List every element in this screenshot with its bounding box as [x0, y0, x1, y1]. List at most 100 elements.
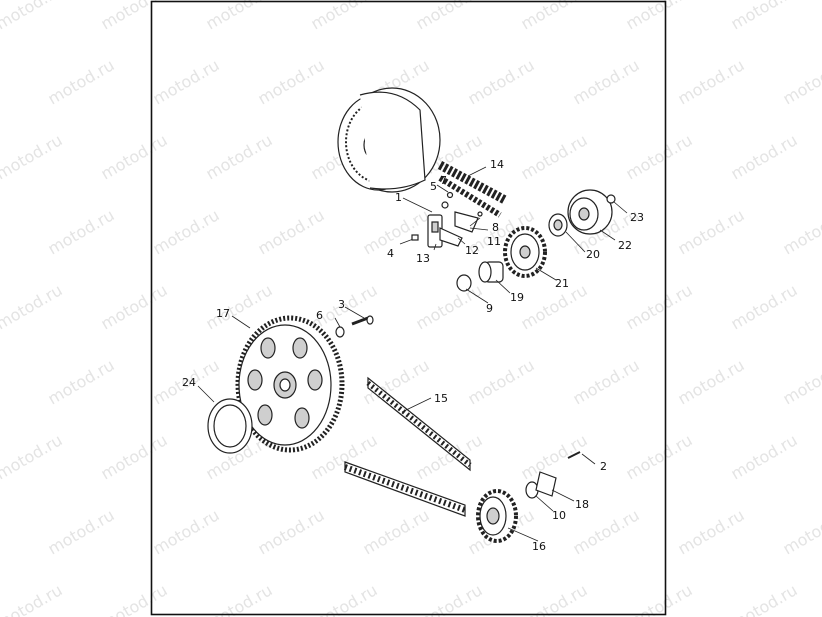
- watermark-text: motod.ru: [518, 0, 591, 33]
- callout-9: 9: [486, 302, 493, 315]
- callout-15: 15: [434, 392, 448, 405]
- callout-19: 19: [510, 291, 524, 304]
- watermark-text: motod.ru: [255, 205, 328, 258]
- watermark-text: motod.ru: [780, 505, 822, 558]
- watermark-text: motod.ru: [0, 0, 66, 33]
- watermark-text: motod.ru: [623, 130, 696, 183]
- callout-3: 3: [338, 298, 345, 311]
- watermark-text: motod.ru: [623, 0, 696, 33]
- watermark-text: motod.ru: [98, 430, 171, 483]
- callout-10: 10: [552, 509, 566, 522]
- watermark-text: motod.ru: [150, 205, 223, 258]
- watermark-text: motod.ru: [728, 0, 801, 33]
- callout-labels: 1 2 3 4 5 6 7 8 9 10 11 12 13 14 15 16 1…: [182, 158, 644, 553]
- watermark-text: motod.ru: [150, 55, 223, 108]
- watermark-text: motod.ru: [360, 505, 433, 558]
- callout-14: 14: [490, 158, 504, 171]
- primary-chain-icon: [437, 161, 508, 218]
- watermark-text: motod.ru: [570, 355, 643, 408]
- leader-lines: [197, 166, 628, 542]
- callout-4: 4: [387, 247, 394, 260]
- watermark-text: motod.ru: [98, 580, 171, 617]
- watermark-text: motod.ru: [728, 280, 801, 333]
- diagram-frame: [150, 0, 667, 616]
- watermark-text: motod.ru: [623, 430, 696, 483]
- watermark-text: motod.ru: [675, 505, 748, 558]
- watermark-text: motod.ru: [203, 0, 276, 33]
- isolator-ring-icon: [207, 398, 253, 454]
- callout-2: 2: [600, 460, 607, 473]
- watermark-text: motod.ru: [570, 505, 643, 558]
- watermark-text: motod.ru: [728, 430, 801, 483]
- watermark-text: motod.ru: [98, 130, 171, 183]
- callout-13: 13: [416, 252, 430, 265]
- callout-7: 7: [440, 174, 447, 187]
- watermark-text: motod.ru: [255, 55, 328, 108]
- watermark-text: motod.ru: [45, 55, 118, 108]
- watermark-text: motod.ru: [780, 55, 822, 108]
- watermark-text: motod.ru: [675, 355, 748, 408]
- watermark-text: motod.ru: [413, 280, 486, 333]
- watermark-text: motod.ru: [203, 580, 276, 617]
- watermark-text: motod.ru: [360, 205, 433, 258]
- watermark-text: motod.ru: [465, 55, 538, 108]
- watermark-text: motod.ru: [255, 505, 328, 558]
- watermark-text: motod.ru: [675, 205, 748, 258]
- callout-5: 5: [430, 180, 437, 193]
- watermark-text: motod.ru: [413, 0, 486, 33]
- watermark-text: motod.ru: [675, 55, 748, 108]
- compensator-icon: [548, 189, 616, 237]
- callout-23: 23: [630, 211, 644, 224]
- watermark-text: motod.ru: [570, 55, 643, 108]
- bolt-icon: [335, 315, 374, 338]
- watermark-text: motod.ru: [623, 580, 696, 617]
- watermark-text: motod.ru: [308, 0, 381, 33]
- watermark-text: motod.ru: [780, 355, 822, 408]
- watermark-text: motod.ru: [518, 580, 591, 617]
- watermark-text: motod.ru: [203, 280, 276, 333]
- callout-1: 1: [395, 191, 402, 204]
- callout-12: 12: [465, 244, 479, 257]
- watermark-text: motod.ru: [308, 580, 381, 617]
- watermark-text: motod.ru: [728, 580, 801, 617]
- callout-11: 11: [487, 235, 501, 248]
- watermark-text: motod.ru: [45, 355, 118, 408]
- watermark-text: motod.ru: [0, 580, 66, 617]
- sprocket-shaft-extension-icon: [478, 261, 504, 283]
- clutch-basket-icon: [337, 87, 441, 193]
- watermark-text: motod.ru: [45, 205, 118, 258]
- callout-16: 16: [532, 540, 546, 553]
- callout-6: 6: [316, 309, 323, 322]
- watermark-text: motod.ru: [413, 580, 486, 617]
- watermark-text: motod.ru: [203, 130, 276, 183]
- lock-plate-icon: [525, 451, 581, 499]
- drive-belt-icon: [343, 376, 472, 517]
- watermark-text: motod.ru: [780, 205, 822, 258]
- watermark-text: motod.ru: [98, 0, 171, 33]
- watermark-text: motod.ru: [518, 130, 591, 183]
- callout-20: 20: [586, 248, 600, 261]
- watermark-text: motod.ru: [623, 280, 696, 333]
- watermark-text: motod.ru: [0, 130, 66, 183]
- watermark-text: motod.ru: [518, 430, 591, 483]
- callout-8: 8: [492, 221, 499, 234]
- chain-tensioner-icon: [399, 191, 483, 248]
- transmission-sprocket-icon: [476, 489, 518, 543]
- callout-22: 22: [618, 239, 632, 252]
- watermark-text: motod.ru: [45, 505, 118, 558]
- watermark-text: motod.ru: [465, 355, 538, 408]
- watermark-text: motod.ru: [413, 430, 486, 483]
- callout-17: 17: [216, 307, 230, 320]
- callout-21: 21: [555, 277, 569, 290]
- callout-24: 24: [182, 376, 196, 389]
- watermark-text: motod.ru: [728, 130, 801, 183]
- callout-18: 18: [575, 498, 589, 511]
- rear-belt-sprocket-icon: [235, 315, 345, 453]
- watermark-text: motod.ru: [0, 430, 66, 483]
- washer-icon: [456, 274, 472, 292]
- watermark-text: motod.ru: [0, 280, 66, 333]
- watermark-text: motod.ru: [150, 505, 223, 558]
- watermark-text: motod.ru: [98, 280, 171, 333]
- engine-sprocket-icon: [503, 226, 547, 278]
